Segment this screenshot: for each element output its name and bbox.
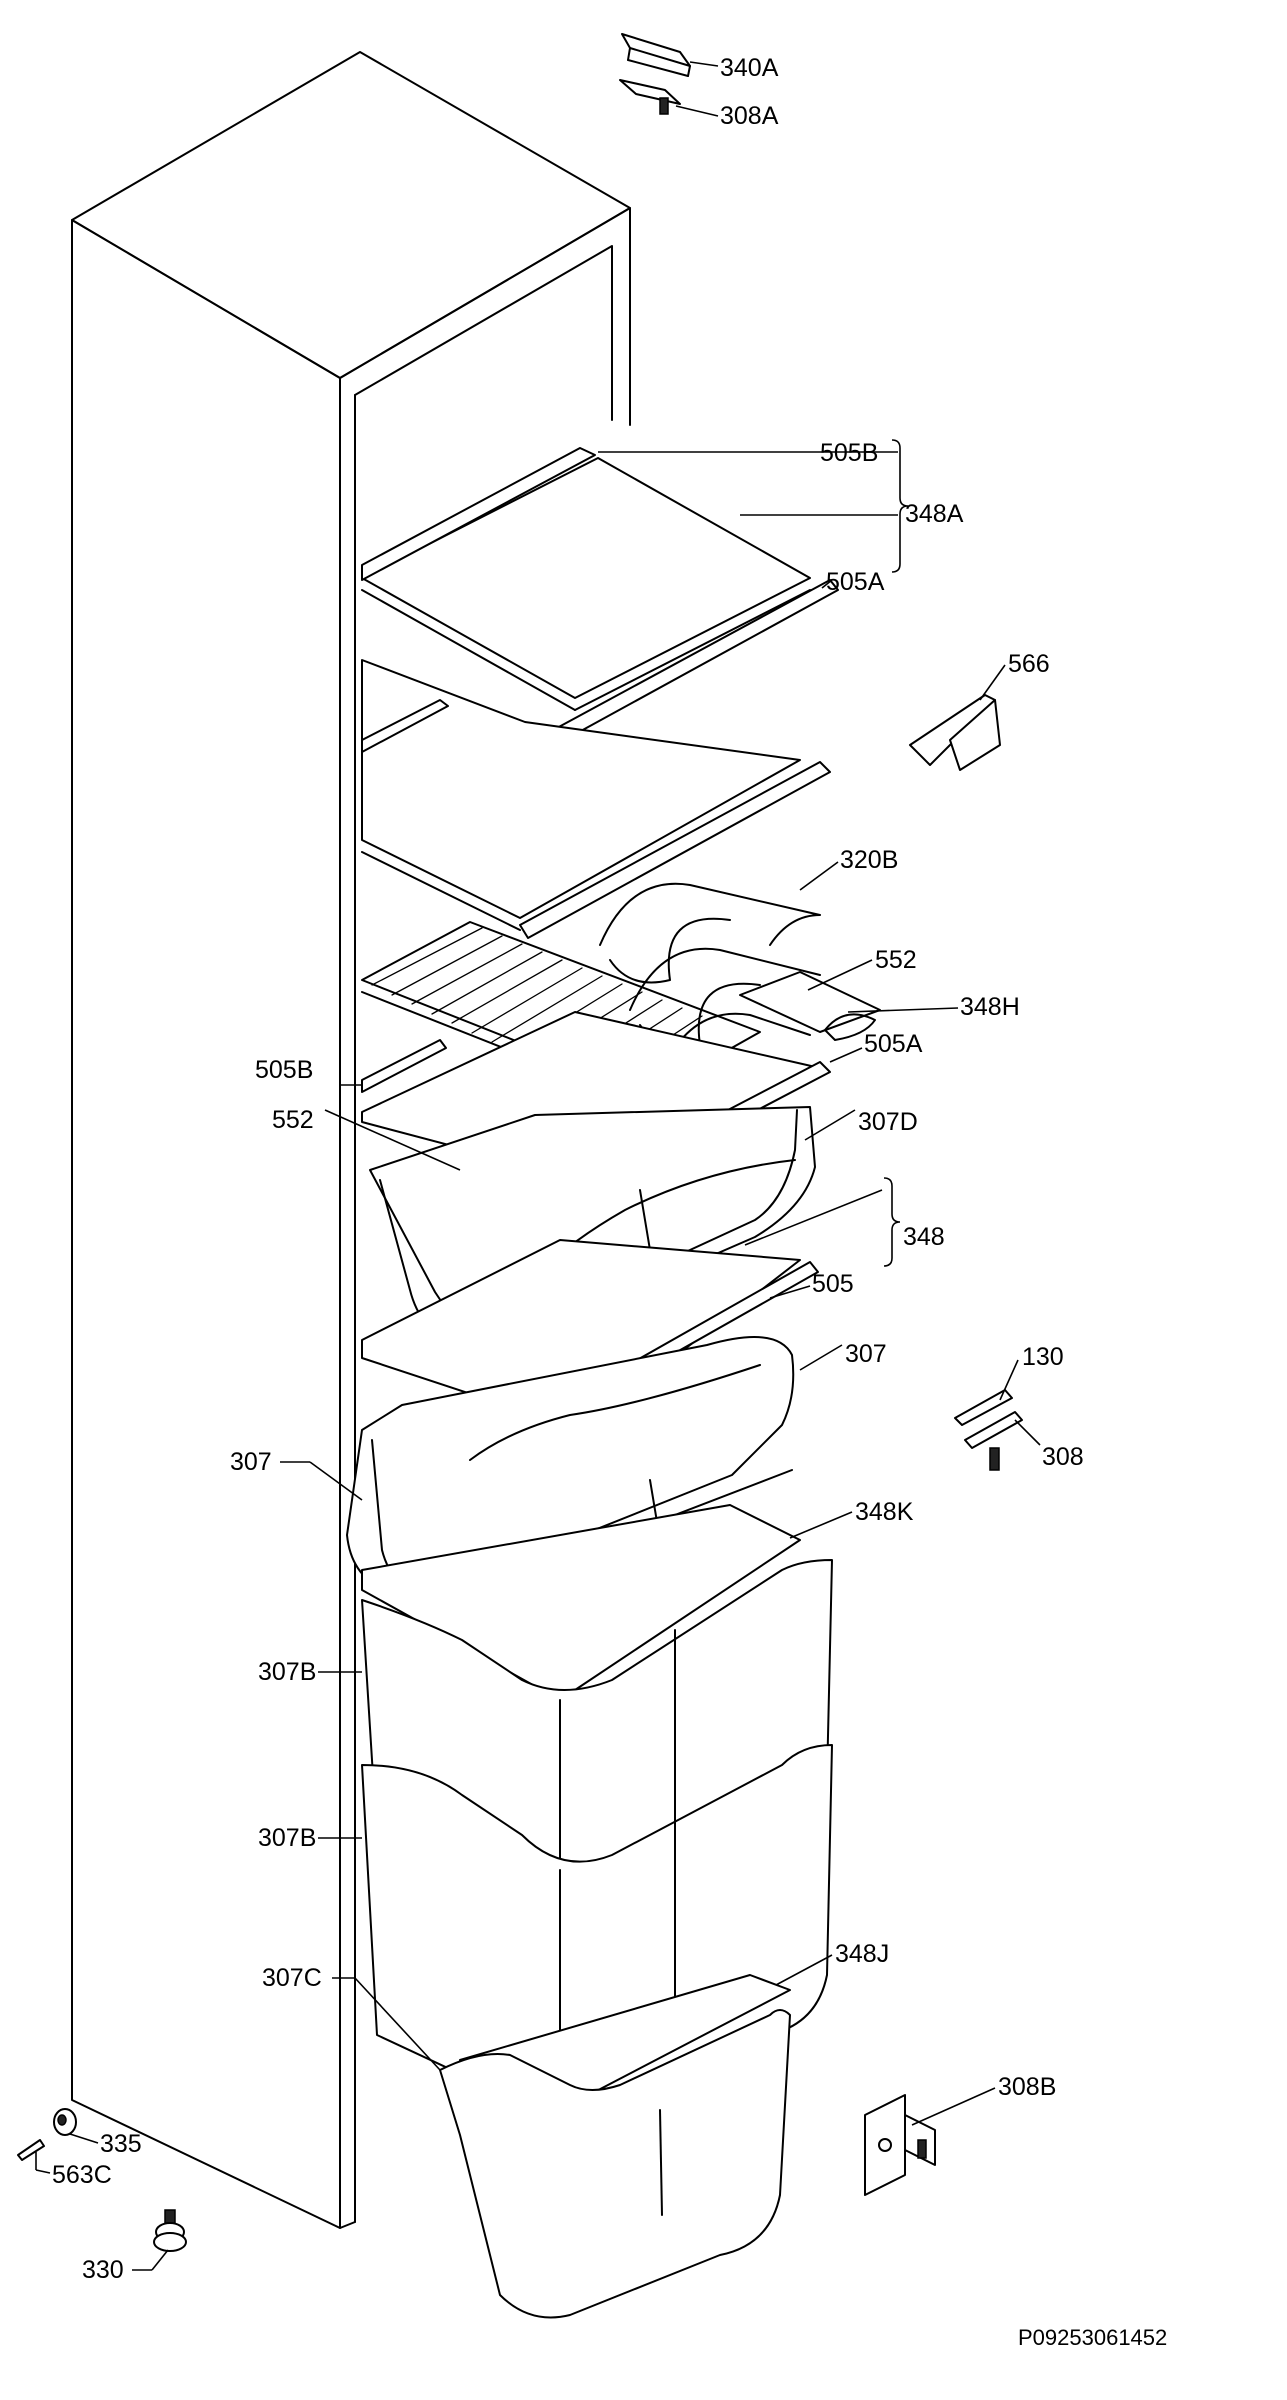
label-307d: 307D bbox=[858, 1108, 918, 1136]
label-340a: 340A bbox=[720, 54, 779, 82]
label-563c: 563C bbox=[52, 2161, 112, 2189]
drawing-code: P09253061452 bbox=[1018, 2325, 1167, 2350]
label-348j: 348J bbox=[835, 1940, 889, 1968]
bottom-drawer-307c bbox=[332, 1977, 791, 2319]
label-348: 348 bbox=[903, 1223, 945, 1251]
label-566: 566 bbox=[1008, 650, 1050, 678]
part-330 bbox=[132, 2209, 187, 2271]
label-505b-left: 505B bbox=[255, 1056, 313, 1084]
part-563c bbox=[17, 2139, 51, 2174]
label-308: 308 bbox=[1042, 1443, 1084, 1471]
part-labels: 340A 308A 505B 348A 505A 566 320B 552 34… bbox=[52, 54, 1167, 2350]
top-hinge-cover bbox=[621, 33, 719, 77]
label-552-right: 552 bbox=[875, 946, 917, 974]
label-505: 505 bbox=[812, 1270, 854, 1298]
label-552-left: 552 bbox=[272, 1106, 314, 1134]
bottom-hinge bbox=[864, 2087, 996, 2196]
label-307b-upper: 307B bbox=[258, 1658, 316, 1686]
top-hinge-bracket bbox=[619, 79, 719, 117]
glass-shelf-348a bbox=[361, 439, 909, 761]
middle-hinge bbox=[954, 1359, 1041, 1471]
part-335 bbox=[53, 2108, 99, 2144]
label-348k: 348K bbox=[855, 1498, 914, 1526]
label-505b-top: 505B bbox=[820, 439, 878, 467]
glass-shelf-2 bbox=[361, 659, 831, 939]
label-505a-mid: 505A bbox=[864, 1030, 923, 1058]
label-320b: 320B bbox=[840, 846, 898, 874]
label-130: 130 bbox=[1022, 1343, 1064, 1371]
label-308a: 308A bbox=[720, 102, 779, 130]
part-566 bbox=[909, 664, 1006, 771]
label-307-left: 307 bbox=[230, 1448, 272, 1476]
label-330: 330 bbox=[82, 2256, 124, 2284]
label-505a-top: 505A bbox=[826, 568, 885, 596]
label-307b-lower: 307B bbox=[258, 1824, 316, 1852]
cabinet-body bbox=[71, 51, 631, 2229]
label-348h: 348H bbox=[960, 993, 1020, 1021]
shelf-divider-348h bbox=[739, 959, 959, 1041]
label-308b: 308B bbox=[998, 2073, 1056, 2101]
label-348a: 348A bbox=[905, 500, 964, 528]
label-307-right: 307 bbox=[845, 1340, 887, 1368]
label-307c: 307C bbox=[262, 1964, 322, 1992]
label-335: 335 bbox=[100, 2130, 142, 2158]
glass-shelf-348k bbox=[361, 1504, 853, 1701]
